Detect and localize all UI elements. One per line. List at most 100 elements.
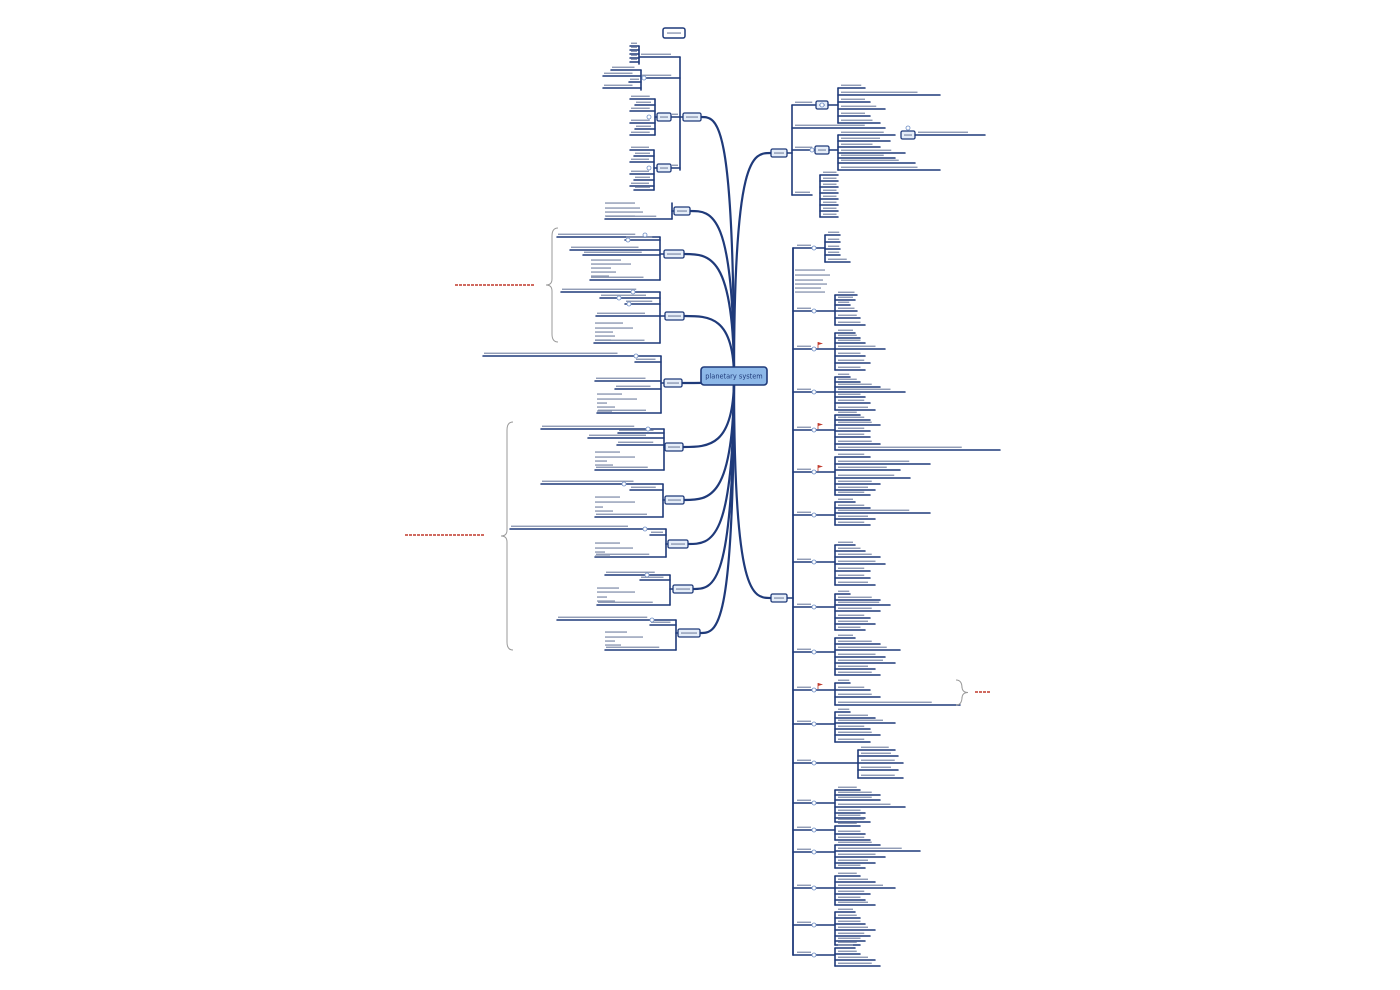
expand-toggle-icon[interactable] [811,346,817,352]
expand-toggle-icon[interactable] [811,512,817,518]
node-label-text [605,636,643,638]
main-topic-node[interactable] [664,311,685,321]
node-label-text [838,701,932,703]
expand-toggle-icon[interactable] [625,237,631,243]
legend-box[interactable] [662,27,686,39]
summary-bracket [500,421,514,651]
branch-tree [405,42,1001,967]
node-label-text [904,134,912,136]
topic-node[interactable] [656,112,672,122]
node-label-text [918,131,968,133]
node-label-text [838,601,880,603]
node-label-text [838,908,853,910]
expand-toggle-icon[interactable] [811,827,817,833]
topic-node[interactable] [656,163,672,173]
main-topic-node[interactable] [663,249,685,259]
expand-toggle-icon[interactable] [621,481,627,487]
node-label-text [595,496,620,498]
node-label-text [667,382,679,384]
expand-toggle-icon[interactable] [811,427,817,433]
node-label-text [841,166,918,168]
node-label-text [591,267,611,269]
node-label-text [838,803,891,805]
node-label-text [828,245,840,247]
expand-toggle-icon[interactable] [811,952,817,958]
node-label-text [595,339,611,341]
main-topic-node[interactable] [663,378,683,388]
node-label-text [774,597,784,599]
expand-toggle-icon[interactable] [811,849,817,855]
node-label-text [841,98,865,100]
branch-curve [689,209,736,379]
node-label-text [838,714,868,716]
node-label-text [631,131,650,133]
node-label-text [838,406,868,408]
expand-toggle-icon[interactable] [630,289,636,295]
node-label-text [838,671,872,673]
expand-toggle-icon[interactable] [646,114,652,120]
expand-toggle-icon[interactable] [811,308,817,314]
node-label-text [584,251,642,253]
node-label-text [797,826,811,828]
expand-toggle-icon[interactable] [811,687,817,693]
expand-toggle-icon[interactable] [649,617,655,623]
main-topic-node[interactable] [770,148,788,158]
expand-toggle-icon[interactable] [616,295,622,301]
expand-toggle-icon[interactable] [642,526,648,532]
expand-toggle-icon[interactable] [642,232,648,238]
expand-toggle-icon[interactable] [811,559,817,565]
node-label-text [823,189,837,191]
node-label-text [861,774,895,776]
node-label-text [838,515,868,517]
expand-toggle-icon[interactable] [811,245,817,251]
expand-toggle-icon[interactable] [811,469,817,475]
expand-toggle-icon[interactable] [809,147,815,153]
main-topic-node[interactable] [667,539,689,549]
main-topic-node[interactable] [672,584,694,594]
expand-toggle-icon[interactable] [626,301,632,307]
node-label-text [838,634,853,636]
node-label-text [838,359,865,361]
expand-toggle-icon[interactable] [905,125,911,131]
node-label-text [838,941,857,943]
root-node[interactable]: planetary system [700,366,768,386]
node-label-text [511,525,628,527]
node-label-text [838,352,861,354]
expand-toggle-icon[interactable] [633,353,639,359]
expand-toggle-icon[interactable] [811,389,817,395]
main-topic-node[interactable] [770,593,788,603]
expand-toggle-icon[interactable] [811,885,817,891]
expand-toggle-icon[interactable] [645,426,651,432]
expand-toggle-icon[interactable] [811,604,817,610]
topic-node[interactable] [900,130,916,140]
topic-node[interactable] [814,145,830,155]
node-label-text [672,113,678,115]
expand-toggle-icon[interactable] [811,760,817,766]
branch-curve [700,115,736,379]
node-label-text [828,251,840,253]
node-label-text [651,621,671,623]
expand-toggle-icon[interactable] [811,721,817,727]
expand-toggle-icon[interactable] [819,102,825,108]
node-label-text [635,186,650,188]
main-topic-node[interactable] [673,206,691,216]
expand-toggle-icon[interactable] [644,572,650,578]
expand-toggle-icon[interactable] [646,165,652,171]
node-label-text [598,601,653,603]
main-topic-node[interactable] [677,628,701,638]
node-label-text [838,646,887,648]
expand-toggle-icon[interactable] [811,922,817,928]
node-label-text [596,466,648,468]
node-label-text [797,884,811,886]
expand-toggle-icon[interactable] [641,75,647,81]
node-label-text [841,143,873,145]
node-label-text [631,54,637,56]
main-topic-node[interactable] [664,495,685,505]
main-topic-node[interactable] [664,442,684,452]
main-topic-node[interactable] [682,112,702,122]
node-label-text [823,183,837,185]
node-label-text [838,378,857,380]
expand-toggle-icon[interactable] [811,800,817,806]
expand-toggle-icon[interactable] [811,649,817,655]
node-label-text [838,314,857,316]
